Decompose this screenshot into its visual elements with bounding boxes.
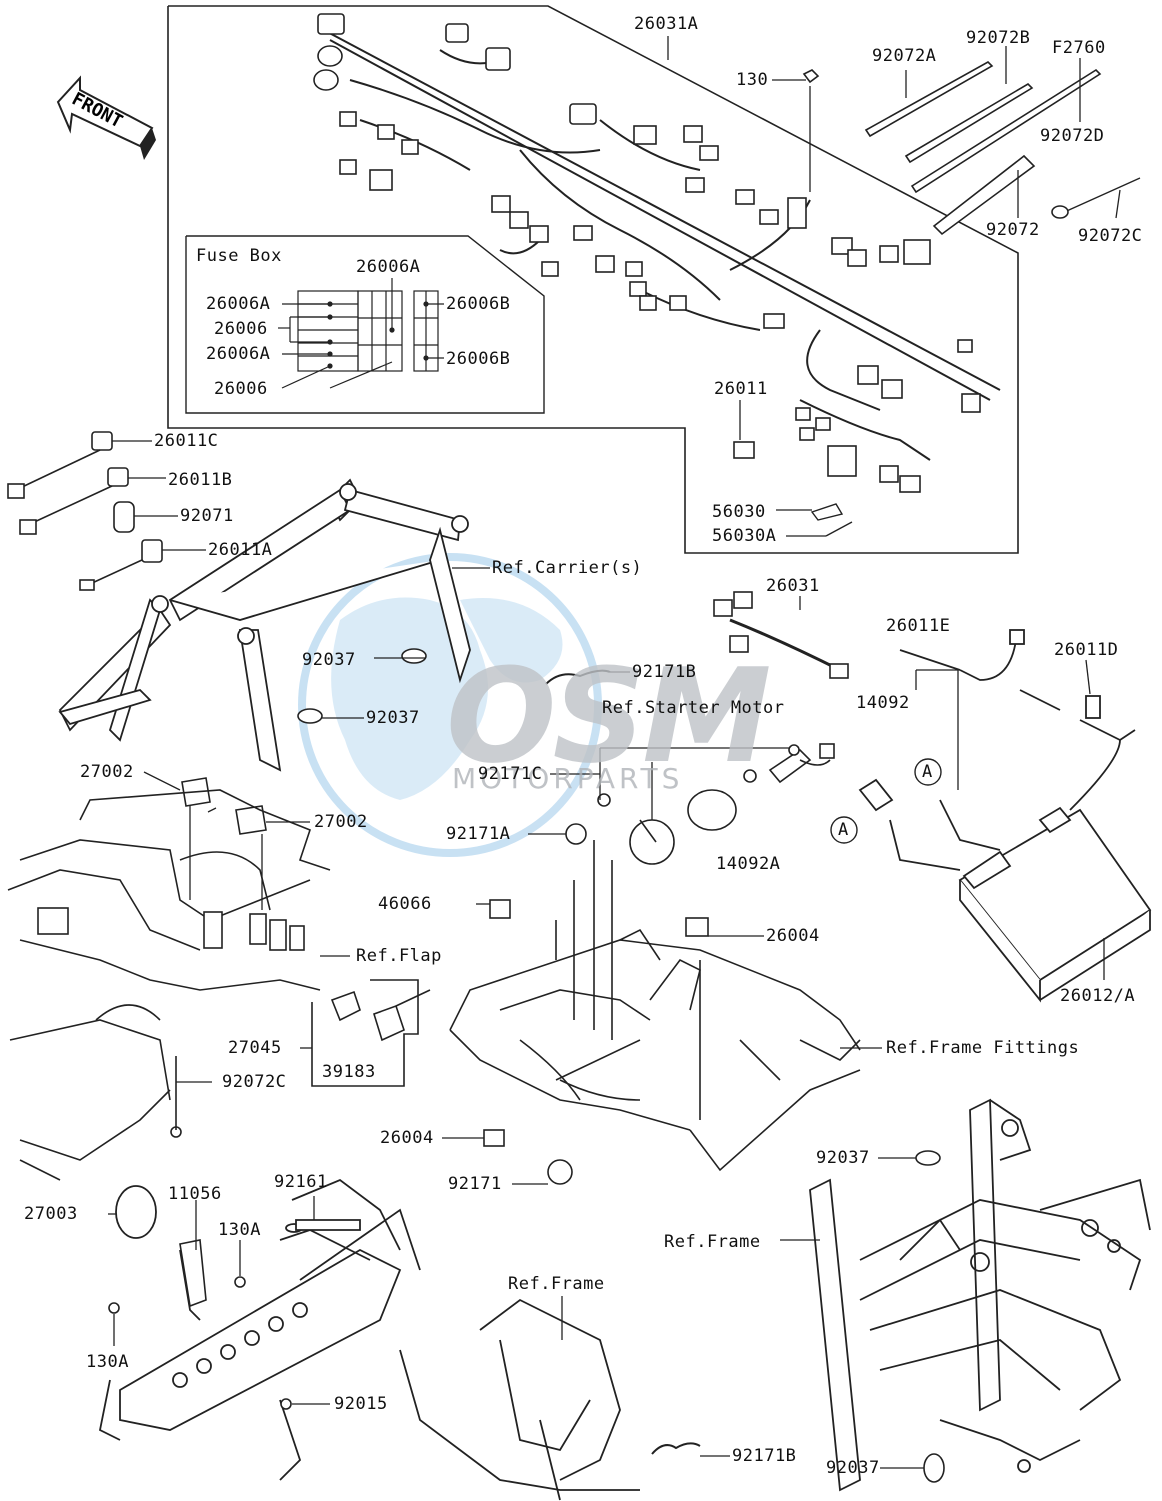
- front-frame: [98, 1178, 640, 1501]
- harness-connectors: [313, 13, 981, 493]
- label-92037-b: 92037: [366, 708, 420, 728]
- label-46066: 46066: [378, 894, 432, 914]
- label-92071: 92071: [180, 506, 234, 526]
- battery-cables: [858, 629, 1136, 871]
- label-92015: 92015: [334, 1394, 388, 1414]
- label-26011e: 26011E: [886, 616, 951, 636]
- label-92037-d: 92037: [826, 1458, 880, 1478]
- fuse-label-26006-left: 26006: [214, 319, 268, 339]
- watermark-globe: [298, 553, 602, 857]
- clips-center: [483, 793, 611, 1185]
- rear-frame: [809, 1098, 1151, 1492]
- label-tags: [810, 503, 853, 537]
- fuse-leader-lines: [278, 278, 444, 389]
- fuse-label-26006b-top: 26006B: [446, 294, 511, 314]
- label-130a-b: 130A: [86, 1352, 129, 1372]
- front-arrow-badge: [56, 75, 156, 160]
- switch-bracket: [311, 979, 431, 1087]
- callout-a-1: A: [922, 762, 933, 782]
- main-harness: [319, 27, 1001, 461]
- label-26012a: 26012/A: [1060, 986, 1136, 1006]
- label-27002-b: 27002: [314, 812, 368, 832]
- fuse-label-26006a-left1: 26006A: [206, 294, 271, 314]
- label-26011d: 26011D: [1054, 640, 1119, 660]
- label-ref-frame-center: Ref.Frame: [508, 1274, 605, 1294]
- label-26004-a: 26004: [766, 926, 820, 946]
- rear-grommets: [915, 1150, 945, 1483]
- fuse-box-outline: [185, 235, 545, 414]
- label-11056: 11056: [168, 1184, 222, 1204]
- label-14092a: 14092A: [716, 854, 781, 874]
- battery: [958, 806, 1152, 1003]
- label-92072d: 92072D: [1040, 126, 1105, 146]
- watermark-brand: OSM: [446, 640, 772, 792]
- label-56030: 56030: [712, 502, 766, 522]
- battery-case: [449, 840, 861, 1172]
- sub-harness-26031: [713, 591, 849, 679]
- fuse-label-26006-bottom: 26006: [214, 379, 268, 399]
- harness-box-outline: [167, 5, 1019, 554]
- label-f2760: F2760: [1052, 38, 1106, 58]
- label-92161: 92161: [274, 1172, 328, 1192]
- label-26011: 26011: [714, 379, 768, 399]
- label-92072c-top: 92072C: [1078, 226, 1143, 246]
- label-92072b: 92072B: [966, 28, 1031, 48]
- label-92171a: 92171A: [446, 824, 511, 844]
- label-56030a: 56030A: [712, 526, 777, 546]
- label-26011b: 26011B: [168, 470, 233, 490]
- flap-tray: [7, 789, 331, 1181]
- label-92072a: 92072A: [872, 46, 937, 66]
- grommets: [297, 648, 427, 724]
- label-26011a: 26011A: [208, 540, 273, 560]
- fuse-box-title: Fuse Box: [196, 246, 282, 266]
- label-27045: 27045: [228, 1038, 282, 1058]
- label-39183: 39183: [322, 1062, 376, 1082]
- callout-a-2: A: [838, 820, 849, 840]
- label-130a-a: 130A: [218, 1220, 261, 1240]
- label-92171: 92171: [448, 1174, 502, 1194]
- label-92171c: 92171C: [478, 764, 543, 784]
- label-26011c: 26011C: [154, 431, 219, 451]
- watermark-sub: MOTORPARTS: [452, 762, 684, 795]
- callout-circles: [830, 758, 942, 844]
- left-connectors: [7, 431, 163, 591]
- fuse-grid: [297, 290, 439, 372]
- small-fasteners: [108, 1056, 701, 1455]
- label-27002-a: 27002: [80, 762, 134, 782]
- label-14092: 14092: [856, 693, 910, 713]
- fuse-label-26006b-bottom: 26006B: [446, 349, 511, 369]
- label-26031: 26031: [766, 576, 820, 596]
- starter-relay: [629, 743, 835, 865]
- label-26004-b: 26004: [380, 1128, 434, 1148]
- label-92037-a: 92037: [302, 650, 356, 670]
- label-ref-starter-motor: Ref.Starter Motor: [602, 698, 785, 718]
- fuse-label-26006a-left2: 26006A: [206, 344, 271, 364]
- fuse-label-26006a-top: 26006A: [356, 257, 421, 277]
- label-27003: 27003: [24, 1204, 78, 1224]
- label-92037-c: 92037: [816, 1148, 870, 1168]
- label-26031a: 26031A: [634, 14, 699, 34]
- label-92072: 92072: [986, 220, 1040, 240]
- cable-ties: [802, 61, 1141, 236]
- leader-lines: [108, 36, 1121, 1469]
- label-ref-carriers: Ref.Carrier(s): [492, 558, 643, 578]
- label-130: 130: [736, 70, 769, 90]
- label-ref-frame-right: Ref.Frame: [664, 1232, 761, 1252]
- clip-92171b-top: [545, 669, 611, 685]
- label-92072c: 92072C: [222, 1072, 287, 1092]
- label-ref-flap: Ref.Flap: [356, 946, 442, 966]
- carrier-frame: [58, 478, 471, 772]
- label-ref-frame-fittings: Ref.Frame Fittings: [886, 1038, 1080, 1058]
- label-92171b-top: 92171B: [632, 662, 697, 682]
- label-92171b-bottom: 92171B: [732, 1446, 797, 1466]
